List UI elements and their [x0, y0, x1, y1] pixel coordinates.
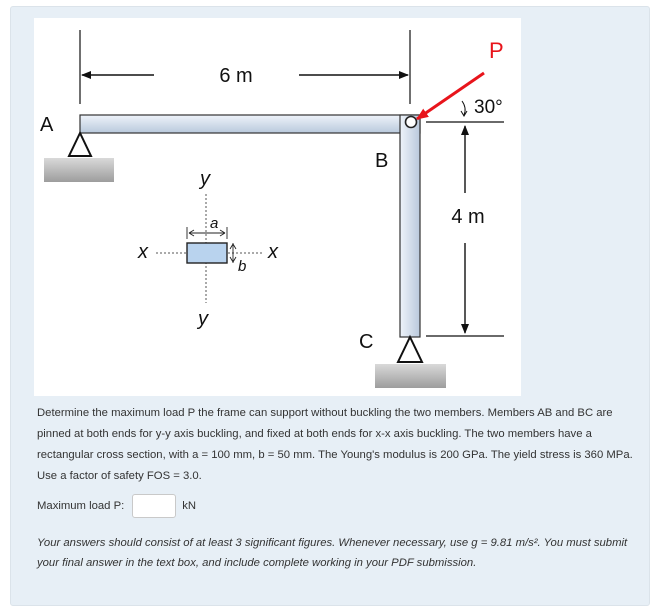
cross-section-rect — [186, 242, 228, 264]
support-a-ground — [44, 158, 114, 182]
support-c-triangle-icon — [396, 334, 424, 363]
frame-figure: 6 m A B C P 30° — [34, 18, 521, 396]
answer-row: Maximum load P: kN — [37, 492, 196, 520]
answer-unit: kN — [182, 500, 197, 512]
joint-b-pin-icon — [404, 115, 418, 129]
member-ab — [79, 114, 421, 134]
axis-y-top-label: y — [198, 168, 211, 190]
instruction-note: Your answers should consist of at least … — [37, 537, 628, 569]
member-bc — [399, 114, 421, 338]
axis-y-bottom-label: y — [196, 308, 209, 330]
support-c-ground — [375, 364, 446, 388]
axis-x-left-label: x — [137, 241, 149, 263]
span-label: 6 m — [219, 65, 252, 87]
load-p-label: P — [489, 38, 504, 63]
load-p-arrow — [416, 71, 485, 121]
dim-b-label: b — [238, 258, 246, 275]
height-label: 4 m — [451, 206, 484, 228]
dim-a-label: a — [210, 215, 218, 232]
support-a-triangle-icon — [67, 130, 93, 157]
angle-arc-icon — [461, 100, 466, 116]
angle-label: 30° — [474, 97, 503, 118]
answer-label: Maximum load P: — [37, 500, 125, 512]
answer-input[interactable] — [132, 494, 177, 518]
angle-arc-arrow-icon — [460, 110, 468, 117]
point-a-label: A — [40, 114, 54, 136]
axis-x-right-label: x — [267, 241, 279, 263]
point-b-label: B — [375, 150, 388, 172]
question-card: 6 m A B C P 30° — [10, 6, 650, 606]
point-c-label: C — [359, 331, 373, 353]
question-text: Determine the maximum load P the frame c… — [37, 407, 633, 482]
dim-b-arrows-icon — [229, 243, 237, 263]
frame-diagram: 6 m A B C P 30° — [40, 30, 504, 388]
dim-a-arrows-icon — [188, 229, 226, 237]
